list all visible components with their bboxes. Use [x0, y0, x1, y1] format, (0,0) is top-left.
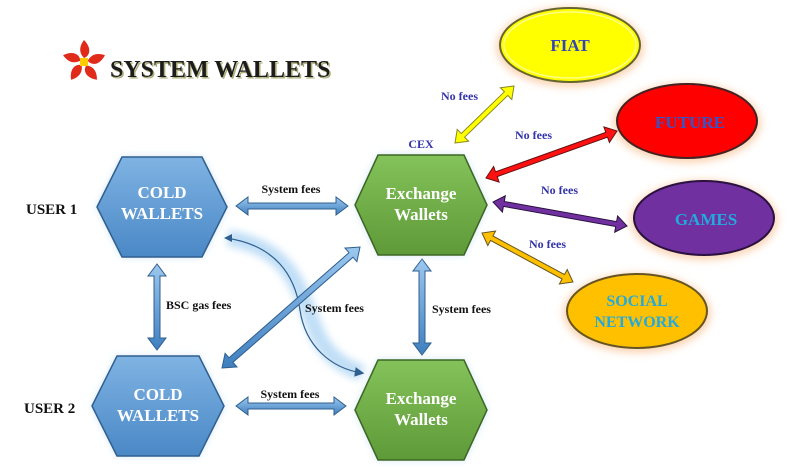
- arrow-social: [481, 230, 574, 285]
- arrow-future: [485, 126, 618, 183]
- arrow-fiat: [454, 85, 515, 144]
- social-label-line2: NETWORK: [594, 314, 680, 331]
- arrow-games: [492, 194, 628, 234]
- edge-label-cold1-cold2: BSC gas fees: [166, 298, 232, 312]
- social-network-node[interactable]: SOCIAL NETWORK: [563, 273, 711, 353]
- games-node[interactable]: GAMES: [630, 180, 778, 260]
- fiat-label: FIAT: [550, 36, 590, 55]
- future-node[interactable]: FUTURE: [613, 83, 761, 163]
- page-title: SYSTEM WALLETS: [110, 57, 330, 83]
- exchange2-line1: Exchange: [386, 389, 457, 408]
- edge-label-future: No fees: [515, 128, 552, 142]
- cold2-line1: COLD: [133, 385, 182, 404]
- exchange-wallets-user1[interactable]: Exchange Wallets: [354, 154, 488, 256]
- exchange1-line1: Exchange: [386, 184, 457, 203]
- edge-label-fiat: No fees: [441, 89, 478, 103]
- red-star-flower-logo: [63, 40, 105, 80]
- curved-arrow-cross: [225, 237, 365, 377]
- cold-wallets-user2[interactable]: COLD WALLETS: [91, 355, 225, 457]
- arrow-cold1-cold2: [147, 263, 167, 351]
- fiat-node[interactable]: FIAT: [496, 7, 644, 87]
- social-label-line1: SOCIAL: [606, 293, 667, 310]
- edge-label-cold1-exchange1: System fees: [262, 182, 321, 196]
- exchange2-line2: Wallets: [394, 410, 448, 429]
- cold1-line1: COLD: [137, 183, 186, 202]
- future-label: FUTURE: [655, 113, 725, 132]
- exchange-wallets-user2[interactable]: Exchange Wallets: [354, 359, 488, 461]
- edge-label-cross: System fees: [305, 301, 364, 315]
- arrow-cross-cold2-exchange1: [221, 246, 361, 369]
- arrow-cold2-exchange2: [235, 396, 347, 416]
- exchange1-line2: Wallets: [394, 205, 448, 224]
- arrow-cold1-exchange1: [235, 196, 349, 216]
- user1-label: USER 1: [26, 202, 77, 218]
- curved-arrow-head: [224, 234, 232, 242]
- arrow-exchange1-exchange2: [412, 258, 432, 356]
- edge-label-exchange1-exchange2: System fees: [432, 302, 491, 316]
- games-label: GAMES: [675, 210, 737, 229]
- cold1-line2: WALLETS: [121, 204, 203, 223]
- edge-label-games: No fees: [541, 183, 578, 197]
- edge-label-cold2-exchange2: System fees: [261, 387, 320, 401]
- cold-wallets-user1[interactable]: COLD WALLETS: [96, 156, 228, 258]
- cold2-line2: WALLETS: [117, 406, 199, 425]
- user2-label: USER 2: [24, 401, 75, 417]
- cex-caption: CEX: [408, 137, 434, 151]
- edge-label-social: No fees: [529, 237, 566, 251]
